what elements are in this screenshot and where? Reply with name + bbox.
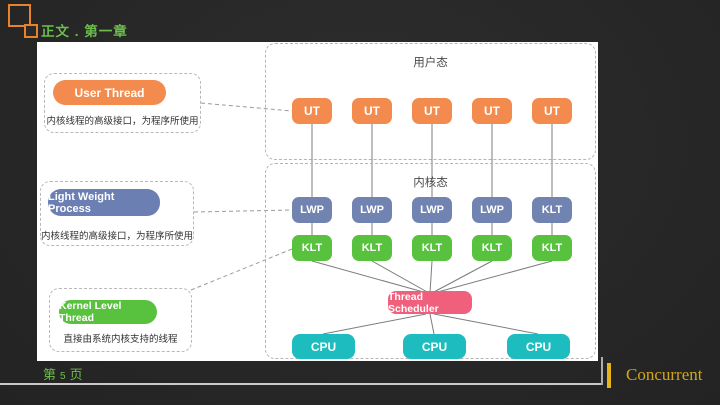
lwp-node: LWP xyxy=(472,197,512,223)
ut-node: UT xyxy=(292,98,332,124)
page-number-value: 5 xyxy=(60,371,66,382)
kernel-level-thread-badge: Kernel Level Thread xyxy=(59,300,157,324)
slide-title: 正文 . 第一章 xyxy=(41,24,128,39)
klt-node: KLT xyxy=(352,235,392,261)
thread-scheduler-node: Thread Scheduler xyxy=(388,291,472,315)
cpu-node: CPU xyxy=(403,334,466,359)
page-suffix: 页 xyxy=(69,367,83,382)
footer-corner-line xyxy=(601,357,603,385)
ut-node: UT xyxy=(532,98,572,124)
brand-text: Concurrent xyxy=(626,365,703,384)
kernel-level-thread-description: 直接由系统内核支持的线程 xyxy=(63,334,178,345)
chapter-logo-square-large xyxy=(8,4,31,27)
klt-node: KLT xyxy=(412,235,452,261)
chapter-logo-square-small xyxy=(24,24,38,38)
lwp-node: LWP xyxy=(352,197,392,223)
lwp-node: LWP xyxy=(412,197,452,223)
klt-node: KLT xyxy=(472,235,512,261)
ut-node: UT xyxy=(472,98,512,124)
connector-lines xyxy=(190,102,553,335)
user-thread-description: 内核线程的高级接口，为程序所使用 xyxy=(46,116,199,127)
legend-user-thread: User Thread 内核线程的高级接口，为程序所使用 xyxy=(44,73,201,133)
diagram-canvas: User Thread 内核线程的高级接口，为程序所使用 Light Weigh… xyxy=(37,42,598,361)
footer-divider-line xyxy=(0,383,603,385)
legend-kernel-level-thread: Kernel Level Thread 直接由系统内核支持的线程 xyxy=(49,288,192,352)
user-mode-label: 用户态 xyxy=(413,57,448,69)
brand-accent-bar xyxy=(607,363,611,388)
kernel-mode-region: 内核态 xyxy=(265,163,596,359)
klt-node: KLT xyxy=(532,235,572,261)
lwp-node: LWP xyxy=(292,197,332,223)
light-weight-process-description: 内核线程的高级接口，为程序所使用 xyxy=(41,231,194,242)
klt-node: KLT xyxy=(292,235,332,261)
cpu-node: CPU xyxy=(292,334,355,359)
light-weight-process-badge: Light Weight Process xyxy=(48,189,160,216)
user-thread-badge: User Thread xyxy=(53,80,166,105)
legend-light-weight-process: Light Weight Process 内核线程的高级接口，为程序所使用 xyxy=(40,181,194,246)
ut-node: UT xyxy=(352,98,392,124)
kernel-mode-label: 内核态 xyxy=(413,177,448,189)
lwp-node: KLT xyxy=(532,197,572,223)
ut-node: UT xyxy=(412,98,452,124)
user-mode-region: 用户态 xyxy=(265,43,596,160)
page-prefix: 第 xyxy=(43,367,57,382)
cpu-node: CPU xyxy=(507,334,570,359)
